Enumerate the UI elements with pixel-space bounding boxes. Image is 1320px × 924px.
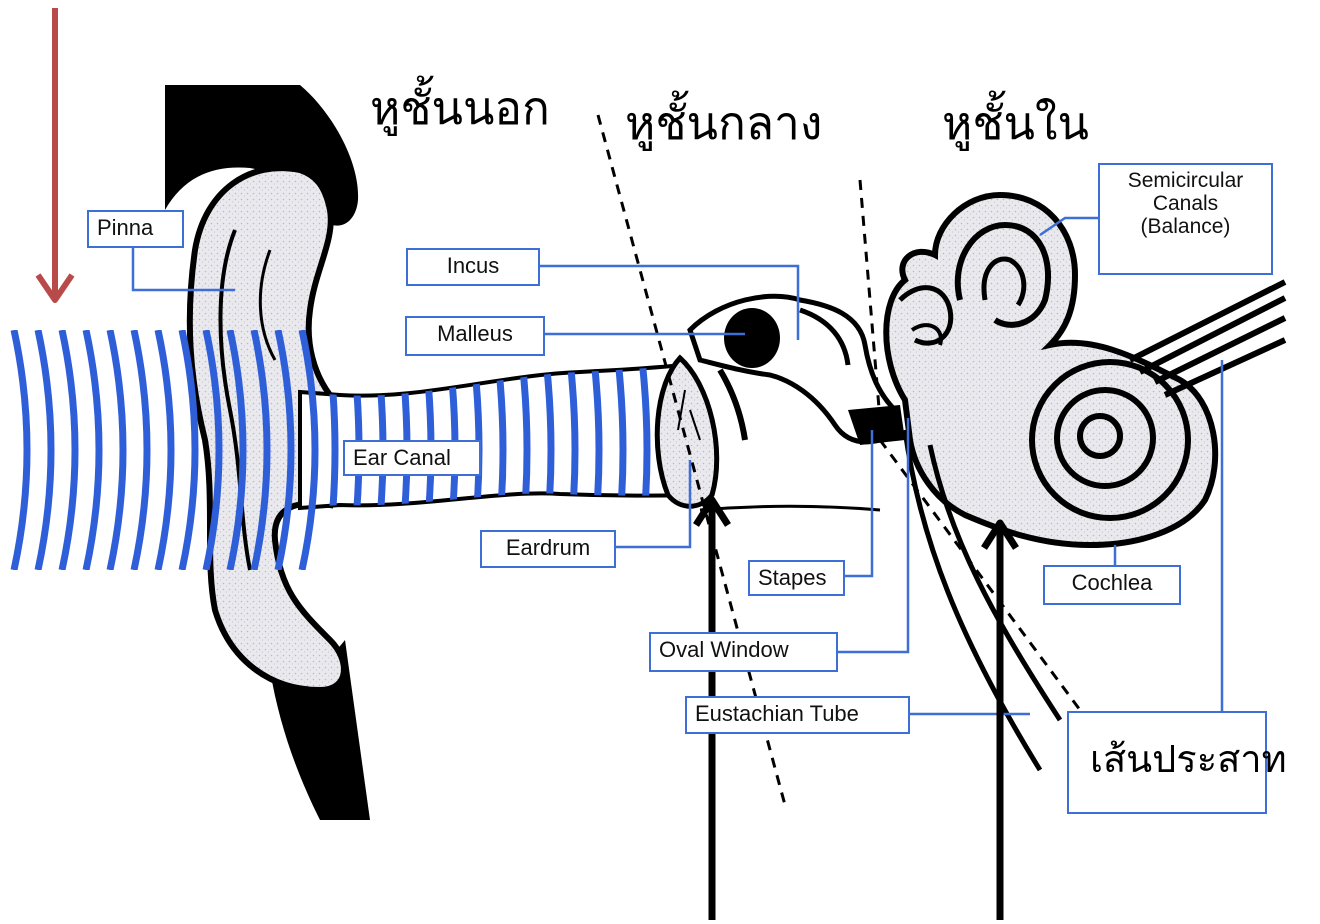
label-cochlea: Cochlea [1043,565,1181,605]
outer-ear-title: หูชั้นนอก [370,85,550,131]
inner-ear-title: หูชั้นใน [942,100,1089,146]
sound-direction-arrow [38,8,72,300]
label-eardrum: Eardrum [480,530,616,568]
label-ear-canal: Ear Canal [343,440,481,476]
label-semicircular-canals: Semicircular Canals (Balance) [1098,163,1273,275]
label-incus: Incus [406,248,540,286]
label-stapes: Stapes [748,560,845,596]
label-malleus: Malleus [405,316,545,356]
middle-ear-title: หูชั้นกลาง [625,100,822,146]
label-oval-window: Oval Window [649,632,838,672]
eardrum-shape [657,358,716,506]
label-pinna: Pinna [87,210,184,248]
inner-ear-shape [700,195,1285,770]
label-eustachian-tube: Eustachian Tube [685,696,910,734]
label-nerve: เส้นประสาท [1090,740,1287,778]
